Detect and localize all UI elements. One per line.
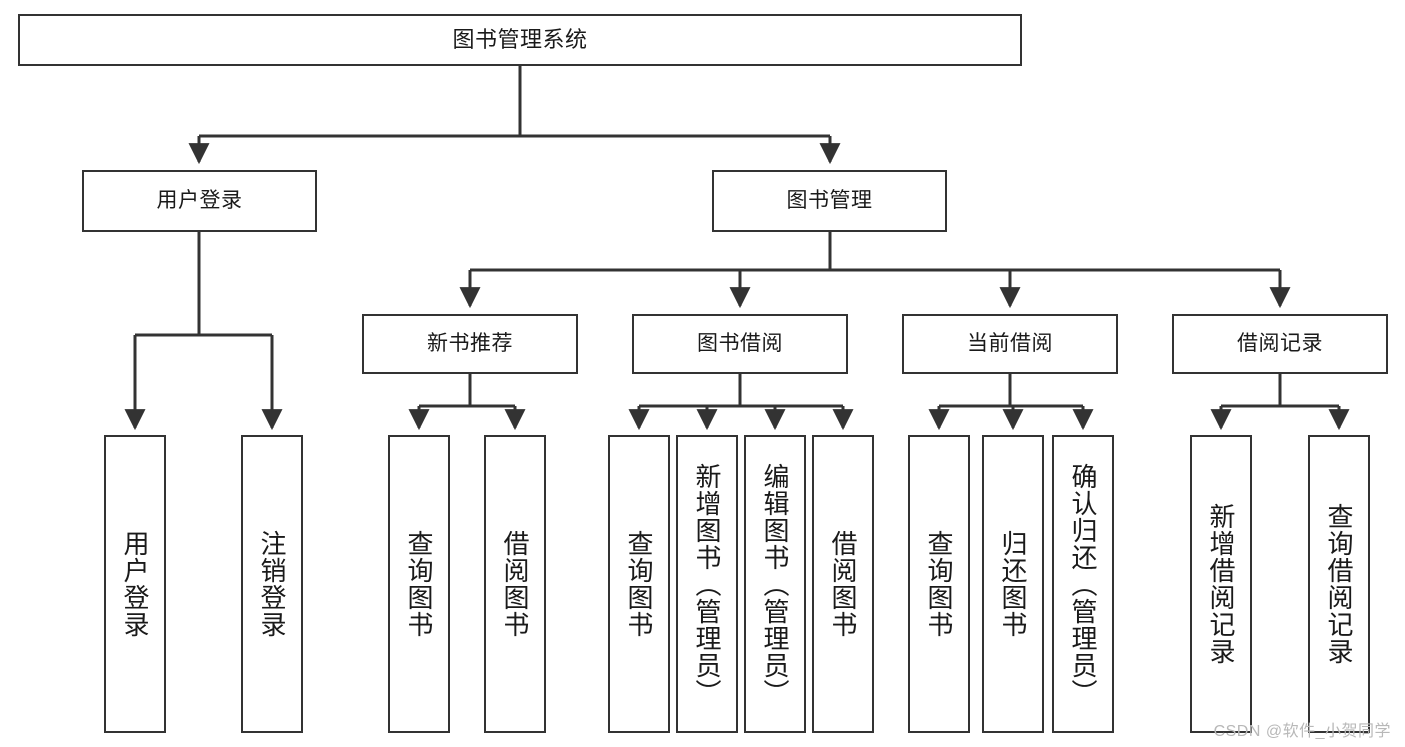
node-leaf-borrow-book-1-label: 借阅图书 — [500, 530, 530, 638]
node-leaf-query-book-3[interactable]: 查询图书 — [908, 435, 970, 733]
node-user-login-label: 用户登录 — [156, 189, 243, 213]
node-leaf-return-book-label: 归还图书 — [998, 530, 1028, 638]
node-leaf-logout-label: 注销登录 — [257, 530, 287, 638]
node-leaf-user-login[interactable]: 用户登录 — [104, 435, 166, 733]
node-leaf-query-record-label: 查询借阅记录 — [1324, 503, 1354, 665]
node-root-label: 图书管理系统 — [452, 26, 588, 52]
node-leaf-add-book-label: 新增图书（管理员） — [692, 462, 722, 706]
node-root[interactable]: 图书管理系统 — [18, 14, 1022, 66]
node-leaf-return-book[interactable]: 归还图书 — [982, 435, 1044, 733]
node-leaf-query-record[interactable]: 查询借阅记录 — [1308, 435, 1370, 733]
node-leaf-logout[interactable]: 注销登录 — [241, 435, 303, 733]
node-leaf-add-record-label: 新增借阅记录 — [1206, 503, 1236, 665]
node-book-manage-label: 图书管理 — [786, 189, 873, 213]
csdn-watermark: CSDN @软件_小贺同学 — [1213, 723, 1391, 740]
node-book-borrow-label: 图书借阅 — [697, 332, 783, 356]
node-leaf-borrow-book-2-label: 借阅图书 — [828, 530, 858, 638]
node-borrow-record-label: 借阅记录 — [1237, 332, 1323, 356]
node-borrow-record[interactable]: 借阅记录 — [1172, 314, 1388, 374]
node-leaf-query-book-3-label: 查询图书 — [924, 530, 954, 638]
node-leaf-user-login-label: 用户登录 — [120, 530, 150, 638]
node-user-login[interactable]: 用户登录 — [82, 170, 317, 232]
node-leaf-confirm-return-label: 确认归还（管理员） — [1068, 462, 1098, 706]
node-leaf-confirm-return[interactable]: 确认归还（管理员） — [1052, 435, 1114, 733]
node-current-borrow-label: 当前借阅 — [967, 332, 1053, 356]
node-leaf-borrow-book-2[interactable]: 借阅图书 — [812, 435, 874, 733]
node-leaf-borrow-book-1[interactable]: 借阅图书 — [484, 435, 546, 733]
node-leaf-query-book-2[interactable]: 查询图书 — [608, 435, 670, 733]
node-current-borrow[interactable]: 当前借阅 — [902, 314, 1118, 374]
node-leaf-edit-book-label: 编辑图书（管理员） — [760, 462, 790, 706]
node-leaf-add-record[interactable]: 新增借阅记录 — [1190, 435, 1252, 733]
node-new-book-recommend-label: 新书推荐 — [427, 332, 513, 356]
node-leaf-query-book-2-label: 查询图书 — [624, 530, 654, 638]
node-book-borrow[interactable]: 图书借阅 — [632, 314, 848, 374]
node-book-manage[interactable]: 图书管理 — [712, 170, 947, 232]
node-leaf-query-book-1[interactable]: 查询图书 — [388, 435, 450, 733]
node-new-book-recommend[interactable]: 新书推荐 — [362, 314, 578, 374]
node-leaf-add-book[interactable]: 新增图书（管理员） — [676, 435, 738, 733]
node-leaf-edit-book[interactable]: 编辑图书（管理员） — [744, 435, 806, 733]
node-leaf-query-book-1-label: 查询图书 — [404, 530, 434, 638]
